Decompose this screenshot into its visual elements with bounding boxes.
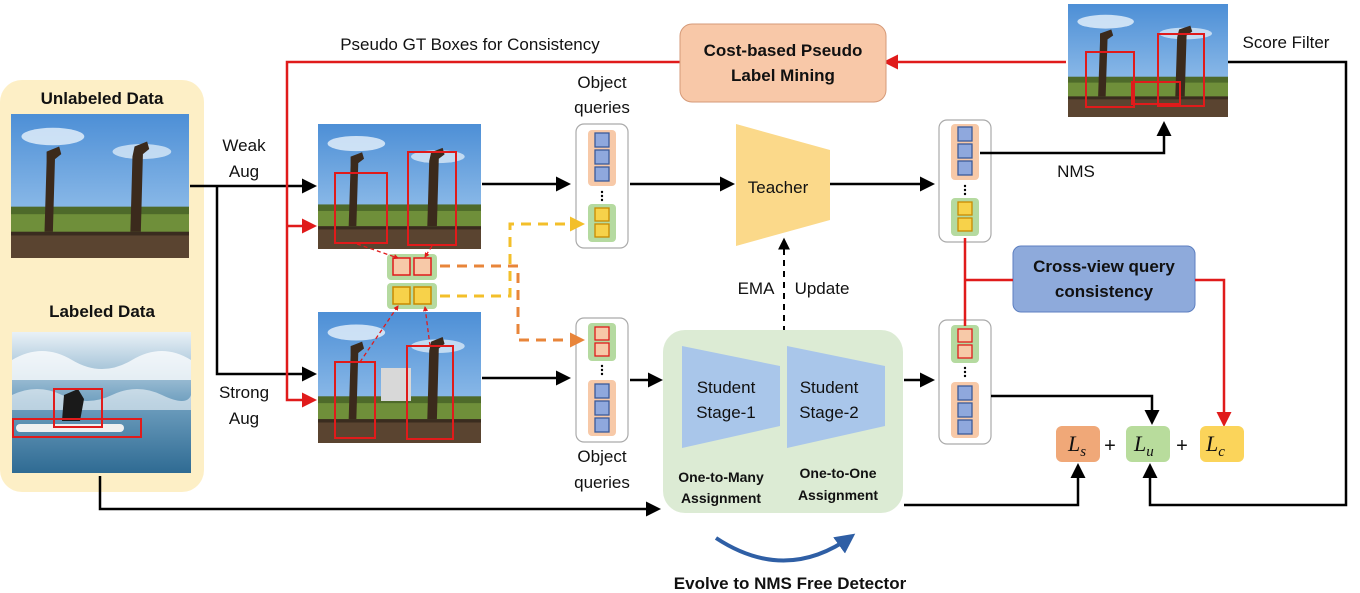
object-queries-top-label-1: Object — [577, 73, 626, 92]
update-label: Update — [795, 279, 850, 298]
student-1-label-1: Student — [697, 378, 756, 397]
cross-view-box — [1012, 245, 1196, 313]
labeled-data-label: Labeled Data — [49, 302, 155, 321]
evolve-label: Evolve to NMS Free Detector — [674, 574, 907, 593]
cross-view-arrows — [963, 238, 1232, 427]
loss-s-main: Ls — [1067, 431, 1086, 460]
query-box-links — [356, 243, 433, 363]
assign-2-label-2: Assignment — [798, 487, 878, 503]
assign-1-label-2: Assignment — [681, 490, 761, 506]
yellow-dashed-arrow — [440, 216, 585, 298]
loss-u-box — [1126, 426, 1170, 462]
ema-label: EMA — [738, 279, 776, 298]
filtered-pseudo-label-image — [1068, 4, 1228, 117]
object-queries-bottom-label-2: queries — [574, 473, 630, 492]
loss-arrows — [98, 60, 1348, 517]
student-output-queries — [938, 319, 992, 445]
loss-u-main: Lu — [1133, 431, 1154, 460]
object-queries-top-label-2: queries — [574, 98, 630, 117]
labeled-surfboard-box — [12, 418, 142, 438]
strong-aug-label-2: Aug — [229, 409, 259, 428]
cost-based-mining-box — [679, 23, 887, 103]
pseudo-gt-label: Pseudo GT Boxes for Consistency — [340, 35, 600, 54]
teacher-output-queries — [938, 119, 992, 243]
loss-c-main: Lc — [1205, 431, 1225, 460]
student-stage-1-block — [682, 346, 780, 448]
score-filter-label: Score Filter — [1243, 33, 1330, 52]
assign-2-label-1: One-to-One — [800, 465, 877, 481]
mining-label-1: Cost-based Pseudo — [704, 41, 863, 60]
teacher-block — [736, 124, 830, 246]
strong-aug-label-1: Strong — [219, 383, 269, 402]
image-to-queries-arrows — [482, 176, 735, 388]
nms-arrow — [980, 121, 1172, 155]
orange-dashed-arrow — [440, 264, 585, 348]
weak-aug-label-2: Aug — [229, 162, 259, 181]
loss-s-box — [1056, 426, 1100, 462]
plus-1: + — [1104, 435, 1116, 457]
object-queries-bottom-label-1: Object — [577, 447, 626, 466]
weak-aug-image — [318, 124, 481, 249]
mining-label-2: Label Mining — [731, 66, 835, 85]
nms-label: NMS — [1057, 162, 1095, 181]
student-2-label-2: Stage-2 — [799, 403, 859, 422]
object-queries-top — [575, 123, 629, 249]
plus-2: + — [1176, 435, 1188, 457]
evolve-arrow — [714, 533, 856, 563]
unlabeled-image — [11, 114, 189, 258]
teacher-label: Teacher — [748, 178, 809, 197]
assign-1-label-1: One-to-Many — [678, 469, 764, 485]
pseudo-gt-arrows — [285, 54, 1066, 408]
labeled-image — [12, 332, 191, 473]
unlabeled-data-label: Unlabeled Data — [41, 89, 164, 108]
strong-aug-image — [318, 312, 481, 443]
object-queries-bottom — [575, 317, 629, 443]
student-stage-2-block — [787, 346, 885, 448]
aug-arrows — [190, 178, 317, 382]
matched-query-pairs — [387, 254, 437, 309]
cross-view-label-2: consistency — [1055, 282, 1154, 301]
student-2-label-1: Student — [800, 378, 859, 397]
weak-aug-label-1: Weak — [222, 136, 266, 155]
student-1-label-2: Stage-1 — [696, 403, 756, 422]
cross-view-label-1: Cross-view query — [1033, 257, 1175, 276]
labeled-person-box — [53, 388, 103, 428]
loss-c-box — [1200, 426, 1244, 462]
